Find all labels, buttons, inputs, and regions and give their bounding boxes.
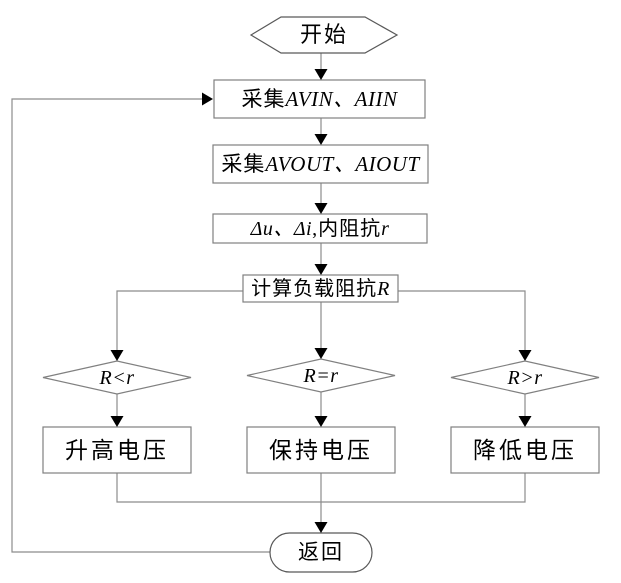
node-cmp-greater-label: R>r: [507, 366, 543, 389]
arrowhead-into-delta: [314, 203, 328, 214]
node-lower-voltage-shape: [450, 426, 600, 474]
node-cmp-equal-shape: [246, 358, 396, 393]
arrowhead-into-lower-voltage: [518, 416, 532, 427]
edge-lower-to-junction: [321, 473, 526, 503]
arrowhead-loop-into-collect-input: [202, 92, 213, 106]
arrowhead-into-calc-load: [314, 264, 328, 275]
node-cmp-less-shape: [42, 360, 192, 395]
node-cmp-greater-shape: [450, 360, 600, 395]
node-start-shape: [249, 16, 399, 54]
node-cmp-equal-label: R=r: [303, 364, 339, 387]
arrowhead-into-cmp-equal: [314, 348, 328, 359]
arrowhead-into-hold-voltage: [314, 416, 328, 427]
edge-raise-to-junction: [116, 473, 321, 503]
edge-return-to-collect-input-loop: [11, 98, 270, 553]
arrowhead-into-cmp-less: [110, 350, 124, 361]
arrowhead-into-raise-voltage: [110, 416, 124, 427]
node-calc-load-shape: [242, 274, 399, 303]
arrowhead-into-return: [314, 522, 328, 533]
node-raise-voltage-label: 升高电压: [65, 437, 169, 463]
node-lower-voltage-label: 降低电压: [473, 437, 577, 463]
node-cmp-less-label: R<r: [99, 366, 135, 389]
node-collect-output-shape: [212, 144, 429, 184]
arrowhead-into-collect-input: [314, 69, 328, 80]
node-hold-voltage-label: 保持电压: [269, 437, 373, 463]
edge-calc-load-to-cmp-greater: [398, 290, 526, 352]
edge-calc-load-to-cmp-less: [116, 290, 243, 352]
node-return-label: 返回: [298, 540, 344, 564]
node-hold-voltage-shape: [246, 426, 396, 474]
arrowhead-into-collect-output: [314, 134, 328, 145]
node-collect-input-shape: [213, 79, 426, 119]
node-delta-shape: [212, 213, 428, 244]
arrowhead-into-cmp-greater: [518, 350, 532, 361]
node-start-label: 开始: [299, 22, 348, 47]
